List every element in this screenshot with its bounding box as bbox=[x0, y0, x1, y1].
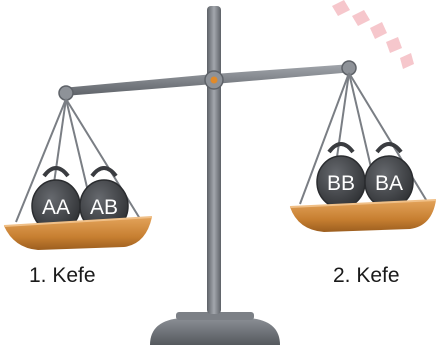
pan-right: BB BA bbox=[289, 72, 437, 232]
weight-label: BA bbox=[375, 172, 403, 195]
pan-left: AA AB bbox=[3, 98, 153, 250]
weight-right-1: BB bbox=[316, 142, 366, 209]
pivot-dot bbox=[210, 76, 218, 84]
weight-label: AA bbox=[42, 196, 70, 219]
weight-right-2: BA bbox=[364, 142, 414, 209]
pan-right-label: 2. Kefe bbox=[333, 264, 400, 287]
weight-label: AB bbox=[90, 196, 118, 219]
pan-left-dish bbox=[4, 217, 152, 250]
scale-pole bbox=[207, 6, 221, 314]
weight-label: BB bbox=[327, 172, 355, 195]
pan-left-label: 1. Kefe bbox=[29, 264, 96, 287]
scale-base bbox=[150, 312, 280, 345]
pan-right-dish bbox=[290, 200, 436, 232]
decor-stripes-icon bbox=[332, 0, 414, 69]
weight-left-1: AA bbox=[31, 166, 81, 233]
